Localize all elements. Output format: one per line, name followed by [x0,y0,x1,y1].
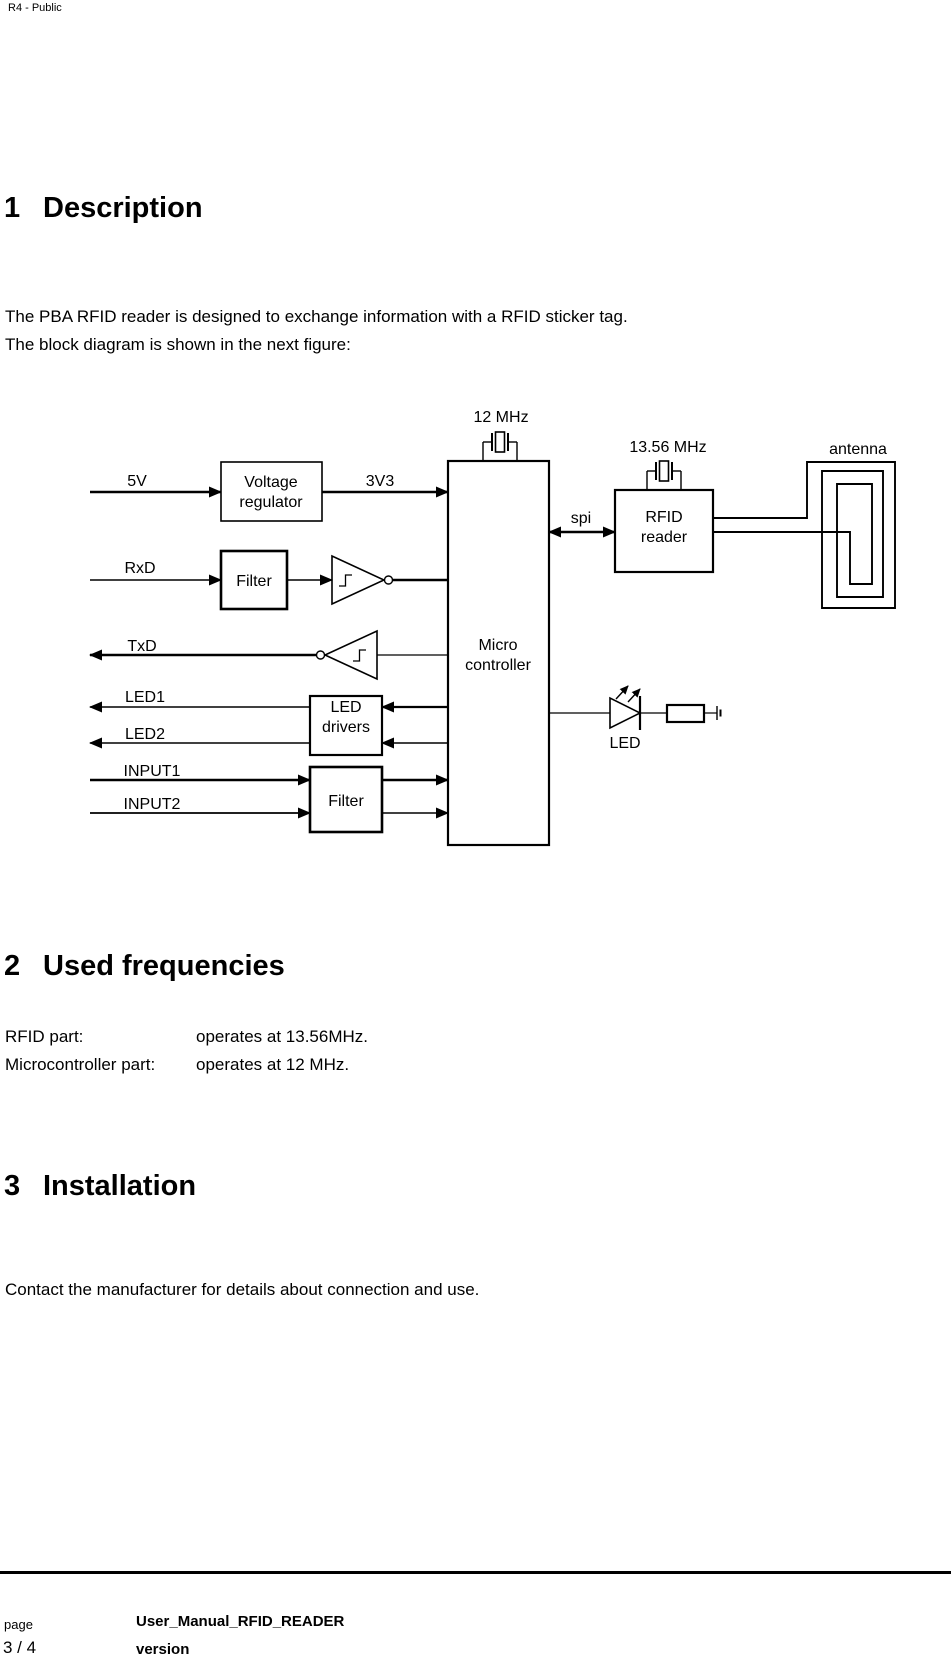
label-12mhz: 12 MHz [473,409,528,426]
frequency-row-label: Microcontroller part: [5,1055,156,1074]
led-circuit: LED [549,685,722,752]
frequency-row: RFID part: operates at 13.56MHz. [5,1023,368,1051]
label-led: LED [609,735,640,752]
crystal-12mhz-icon: 12 MHz [473,409,529,461]
label-antenna: antenna [829,441,887,458]
label-rxd: RxD [124,560,155,577]
svg-text:Filter: Filter [236,573,272,590]
section-2-number: 2 [4,950,21,982]
document-classification: R4 - Public [8,2,62,14]
label-spi: spi [571,510,591,527]
crystal-1356mhz-icon: 13.56 MHz [629,439,707,490]
rxd-path: RxD Filter [90,549,448,611]
led-icon [609,696,642,730]
label-5v: 5V [127,473,147,490]
label-txd: TxD [127,638,156,655]
label-led1: LED1 [125,689,165,706]
resistor-icon [665,703,706,724]
label-input1: INPUT1 [124,763,181,780]
footer-version-label: version [136,1641,190,1658]
block-diagram: 5V 3V3 Voltage regulator RxD Filter TxD … [89,409,896,847]
label-3v3: 3V3 [366,473,395,490]
frequency-row: Microcontroller part: operates at 12 MHz… [5,1051,368,1079]
section-3-number: 3 [4,1170,21,1202]
schmitt-buffer-icon [331,554,386,606]
section-2-title: Used frequencies [43,950,285,982]
svg-text:drivers: drivers [322,719,370,736]
footer-page-number: 3 / 4 [3,1638,37,1657]
antenna-coil-icon: antenna [713,441,896,609]
section-1-heading: 1 Description [4,192,203,225]
svg-text:LED: LED [330,699,361,716]
section-3-heading: 3 Installation [4,1170,196,1203]
frequency-table: RFID part: operates at 13.56MHz. Microco… [5,1023,368,1079]
power-wires: 5V 3V3 [90,473,449,498]
svg-text:Voltage: Voltage [244,474,297,491]
input-filter-block: INPUT1 INPUT2 Filter [90,763,449,834]
footer-document-title: User_Manual_RFID_READER [136,1613,345,1630]
svg-text:RFID: RFID [645,509,682,526]
rfid-reader-block: RFID reader [613,488,715,574]
section-1-title: Description [43,192,203,224]
txd-path: TxD [89,629,448,681]
voltage-regulator-block: Voltage regulator [220,461,323,522]
footer-divider [0,1571,951,1574]
frequency-row-value: operates at 13.56MHz. [196,1027,368,1046]
led-drivers-block: LED1 LED2 LED drivers [89,689,448,757]
section-1-paragraph: The PBA RFID reader is designed to excha… [5,303,628,359]
section-2-heading: 2 Used frequencies [4,950,285,983]
paragraph-line: The block diagram is shown in the next f… [5,335,351,354]
svg-text:controller: controller [465,657,531,674]
label-led2: LED2 [125,726,165,743]
spi-bus: spi [548,510,616,538]
schmitt-inverter-icon [323,629,378,681]
section-1-number: 1 [4,192,21,224]
microcontroller-block: Micro controller [446,459,551,847]
frequency-row-label: RFID part: [5,1027,84,1046]
svg-text:Filter: Filter [328,793,364,810]
label-input2: INPUT2 [124,796,181,813]
paragraph-line: The PBA RFID reader is designed to excha… [5,307,628,326]
section-3-title: Installation [43,1170,197,1202]
svg-text:Micro: Micro [478,637,517,654]
section-3-paragraph: Contact the manufacturer for details abo… [5,1280,480,1299]
frequency-row-value: operates at 12 MHz. [196,1055,350,1074]
svg-text:reader: reader [641,529,688,546]
label-1356mhz: 13.56 MHz [629,439,706,456]
svg-text:regulator: regulator [239,494,303,511]
footer-page-label: page [4,1617,33,1632]
